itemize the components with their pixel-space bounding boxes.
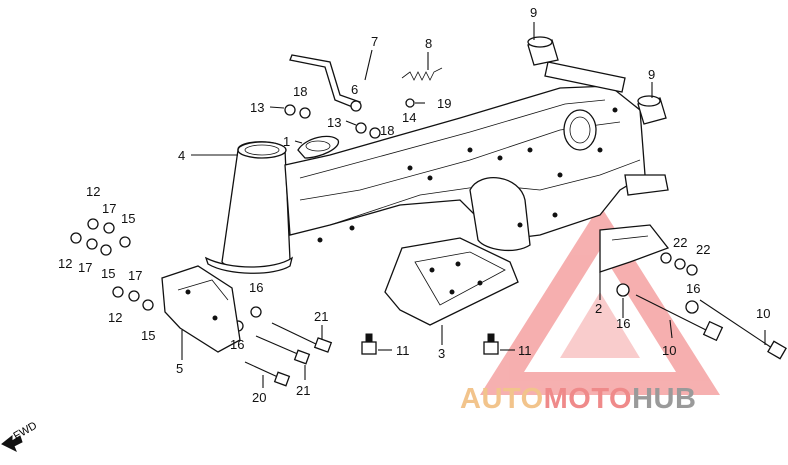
mount-plate — [297, 135, 339, 159]
callout-21-low: 21 — [296, 383, 310, 398]
callout-17-mid: 17 — [78, 260, 92, 275]
callout-6: 6 — [351, 82, 358, 97]
callout-17-low: 17 — [128, 268, 142, 283]
fwd-label: FWD — [12, 420, 40, 443]
callout-5: 5 — [176, 361, 183, 376]
callout-16-b: 16 — [230, 337, 244, 352]
watermark-text: AUTOMOTOHUB — [460, 383, 696, 415]
callout-16-c: 16 — [686, 281, 700, 296]
callout-15-mid: 15 — [101, 266, 115, 281]
callout-12-top: 12 — [86, 184, 100, 199]
bracket-right — [599, 224, 670, 273]
callout-21-top: 21 — [314, 309, 328, 324]
callout-13-left: 13 — [250, 100, 264, 115]
bushing-top — [527, 36, 559, 66]
rubber-mounts — [361, 333, 499, 355]
callout-17-top: 17 — [102, 201, 116, 216]
callout-7: 7 — [371, 34, 378, 49]
callout-1: 1 — [283, 134, 290, 149]
skid-plate — [384, 237, 519, 326]
callout-10-right: 10 — [756, 306, 770, 321]
callout-2: 2 — [595, 301, 602, 316]
callout-11-right: 11 — [518, 343, 532, 358]
watermark-hub: HUB — [632, 383, 696, 415]
callout-16-d: 16 — [616, 316, 630, 331]
callout-16-a: 16 — [249, 280, 263, 295]
svg-text:AUTOMOTOHUB: AUTOMOTOHUB — [460, 383, 696, 415]
rod — [289, 54, 362, 109]
spring — [401, 67, 443, 81]
watermark-moto: MOTO — [544, 383, 632, 415]
callout-4: 4 — [178, 148, 185, 163]
callout-18-right: 18 — [380, 123, 394, 138]
callout-9-top: 9 — [530, 5, 537, 20]
bushing-right — [637, 95, 667, 125]
callout-19: 19 — [437, 96, 451, 111]
fwd-arrow: FWD — [1, 420, 40, 453]
main-frame — [204, 61, 669, 274]
callout-22-left: 22 — [673, 235, 687, 250]
callout-8: 8 — [425, 36, 432, 51]
callout-9-right: 9 — [648, 67, 655, 82]
callout-12-mid: 12 — [58, 256, 72, 271]
callout-11-left: 11 — [396, 343, 410, 358]
callouts: 1 2 3 4 5 6 7 8 9 9 10 10 11 11 12 12 12… — [58, 5, 770, 405]
callout-12-low: 12 — [108, 310, 122, 325]
leader-lines — [181, 22, 766, 388]
small-hardware — [70, 98, 699, 332]
bolts — [244, 294, 787, 387]
callout-10-lower: 10 — [662, 343, 676, 358]
watermark-auto: AUTO — [460, 383, 544, 415]
callout-20: 20 — [252, 390, 266, 405]
callout-18-left: 18 — [293, 84, 307, 99]
callout-14: 14 — [402, 110, 416, 125]
callout-13-mid: 13 — [327, 115, 341, 130]
callout-3: 3 — [438, 346, 445, 361]
bracket-left — [161, 265, 241, 353]
callout-22-right: 22 — [696, 242, 710, 257]
callout-15-top: 15 — [121, 211, 135, 226]
callout-15-low: 15 — [141, 328, 155, 343]
